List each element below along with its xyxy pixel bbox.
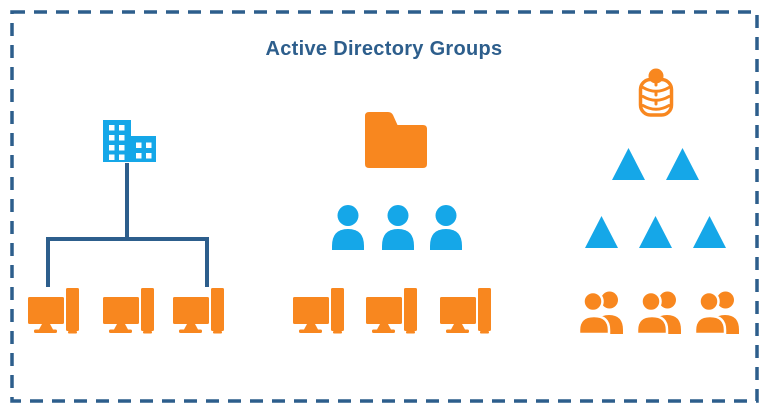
diagram-title: Active Directory Groups: [265, 38, 503, 60]
folder-icon: [365, 112, 427, 168]
workstation-icon: [440, 288, 491, 334]
user-icon: [382, 205, 414, 250]
workstation-icon: [103, 288, 154, 334]
coin-stack-icon: [638, 68, 674, 117]
workstation-icon: [366, 288, 417, 334]
user-icon: [430, 205, 462, 250]
triangle-icon: [693, 216, 726, 248]
user-group-icon: [636, 290, 681, 334]
user-icon: [332, 205, 364, 250]
tree-connector-lines: [46, 163, 209, 287]
office-building-icon: [103, 120, 156, 162]
triangle-icon: [666, 148, 699, 180]
triangle-icon: [639, 216, 672, 248]
workstation-icon: [293, 288, 344, 334]
workstation-icon: [28, 288, 79, 334]
triangle-icon: [585, 216, 618, 248]
triangle-icon: [612, 148, 645, 180]
workstation-icon: [173, 288, 224, 334]
user-group-icon: [578, 290, 623, 334]
user-group-icon: [694, 290, 739, 334]
